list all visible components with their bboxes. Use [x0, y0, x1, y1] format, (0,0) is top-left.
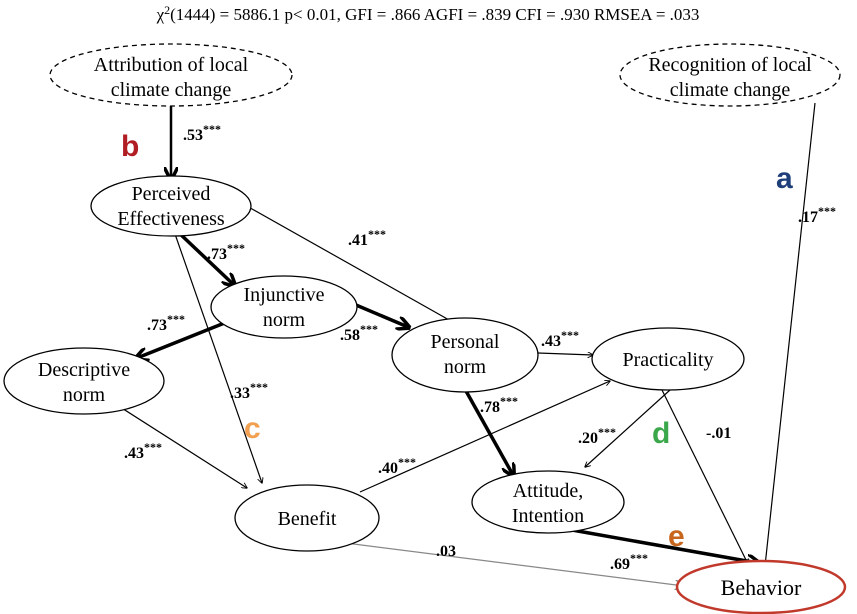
coef-attr-perc: .53***	[183, 122, 221, 144]
latent-attribution: Attribution of local climate change	[49, 43, 293, 107]
edge-practicality-attitude	[585, 389, 671, 467]
edge-perceived-injunctive	[176, 230, 234, 285]
node-practicality: Practicality	[591, 327, 745, 391]
coef-inj-desc: .73***	[147, 312, 185, 334]
node-perceived-effectiveness: Perceived Effectiveness	[90, 175, 252, 237]
svg-text:climate change: climate change	[111, 79, 232, 101]
svg-text:Descriptive: Descriptive	[38, 359, 130, 381]
edge-recognition-behavior	[765, 102, 816, 566]
coef-rec-beh: .17***	[798, 204, 836, 226]
svg-text:Personal: Personal	[431, 331, 500, 353]
edge-perceived-benefit	[174, 233, 262, 483]
edge-personal-attitude	[464, 390, 513, 475]
svg-text:norm: norm	[444, 356, 487, 378]
coef-pers-att: .78***	[480, 394, 518, 416]
node-attitude-intention: Attitude, Intention	[471, 470, 625, 534]
edge-perceived-personal	[244, 204, 458, 325]
svg-text:Effectiveness: Effectiveness	[117, 208, 225, 230]
svg-text:Recognition of local: Recognition of local	[648, 54, 812, 76]
coef-inj-pers: .58***	[340, 322, 378, 344]
coefficient-labels: .53*** .17*** .73*** .41*** .73*** .58**…	[124, 122, 836, 573]
coef-ben-prac: .40***	[378, 455, 416, 477]
edge-descriptive-benefit	[116, 404, 247, 488]
node-personal-norm: Personal norm	[391, 317, 539, 393]
model-fit-statistics: χ2(1444) = 5886.1 p< 0.01, GFI = .866 AG…	[156, 3, 700, 24]
node-benefit: Benefit	[234, 484, 380, 552]
coef-prac-att: .20***	[578, 425, 616, 447]
coef-perc-ben: .33***	[230, 380, 268, 402]
tag-c: c	[244, 412, 261, 445]
svg-text:norm: norm	[263, 309, 306, 331]
edge-personal-practicality	[537, 353, 593, 355]
node-descriptive-norm: Descriptive norm	[3, 347, 165, 415]
svg-text:Perceived: Perceived	[132, 183, 211, 205]
svg-text:Behavior: Behavior	[721, 575, 802, 600]
svg-text:climate change: climate change	[670, 79, 791, 101]
svg-text:Intention: Intention	[512, 505, 584, 527]
coef-perc-inj: .73***	[207, 241, 245, 263]
edge-injunctive-personal	[355, 303, 408, 327]
coef-pers-prac: .43***	[541, 328, 579, 350]
coef-desc-ben: .43***	[124, 440, 162, 462]
tag-d: d	[652, 417, 670, 450]
svg-text:Attribution of local: Attribution of local	[94, 54, 249, 76]
latent-recognition: Recognition of local climate change	[619, 43, 841, 107]
svg-text:Attitude,: Attitude,	[513, 480, 584, 502]
tag-a: a	[776, 162, 793, 195]
edge-attitude-behavior	[571, 528, 758, 563]
path-group-tags: a b c d e	[121, 130, 793, 553]
node-injunctive-norm: Injunctive norm	[210, 275, 358, 339]
edge-practicality-behavior	[661, 389, 748, 564]
tag-e: e	[668, 520, 685, 553]
coef-prac-beh: -.01	[706, 425, 731, 442]
node-behavior: Behavior	[675, 559, 847, 614]
path-edges	[116, 102, 816, 586]
coef-att-beh: .69***	[610, 551, 648, 573]
edge-injunctive-descriptive	[137, 318, 233, 358]
svg-text:Injunctive: Injunctive	[243, 284, 324, 306]
svg-text:norm: norm	[63, 384, 106, 406]
edge-benefit-practicality	[359, 381, 610, 493]
svg-text:Benefit: Benefit	[278, 508, 337, 530]
tag-b: b	[121, 130, 139, 163]
svg-text:Practicality: Practicality	[622, 349, 713, 371]
edge-benefit-behavior	[329, 540, 684, 586]
coef-ben-beh: .03	[436, 543, 456, 560]
coef-perc-pers: .41***	[348, 227, 386, 249]
